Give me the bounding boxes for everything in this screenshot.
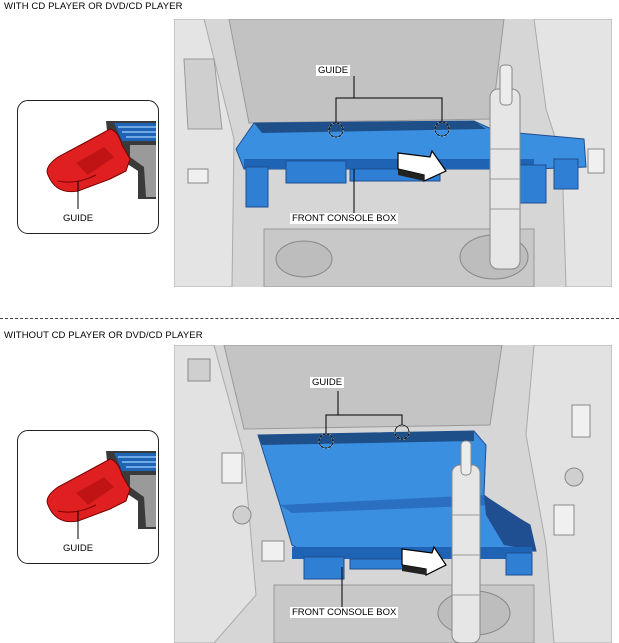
inset-guide-label: GUIDE <box>62 543 94 554</box>
guide-detail-inset: GUIDE <box>17 430 159 564</box>
console-illustration-with-cd <box>174 19 612 287</box>
front-console-box-callout: FRONT CONSOLE BOX <box>290 213 399 224</box>
console-illustration-without-cd <box>174 345 612 643</box>
console-photo-without-cd: GUIDE FRONT CONSOLE BOX <box>174 345 612 643</box>
guide-callout: GUIDE <box>316 65 351 76</box>
section-heading-with-cd: WITH CD PLAYER OR DVD/CD PLAYER <box>4 1 183 12</box>
front-console-box-callout: FRONT CONSOLE BOX <box>290 607 399 618</box>
console-photo-with-cd: GUIDE FRONT CONSOLE BOX <box>174 19 612 287</box>
section-divider <box>0 318 619 319</box>
inset-guide-label: GUIDE <box>62 213 94 224</box>
guide-callout: GUIDE <box>310 377 345 388</box>
guide-detail-illustration <box>46 121 156 209</box>
guide-detail-illustration <box>46 451 156 539</box>
section-heading-without-cd: WITHOUT CD PLAYER OR DVD/CD PLAYER <box>4 330 203 341</box>
guide-detail-inset: GUIDE <box>17 100 159 234</box>
